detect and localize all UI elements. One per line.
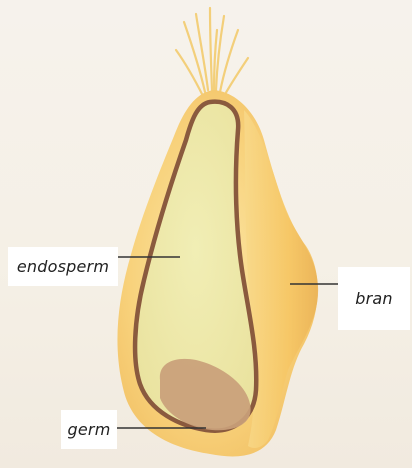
germ-label: germ <box>61 410 117 449</box>
endosperm-label-text: endosperm <box>17 257 109 276</box>
germ-label-text: germ <box>68 420 111 439</box>
bran-label-text: bran <box>355 289 392 308</box>
kernel-hairs <box>176 8 248 96</box>
bran-label: bran <box>338 267 410 330</box>
endosperm-label: endosperm <box>8 247 118 286</box>
